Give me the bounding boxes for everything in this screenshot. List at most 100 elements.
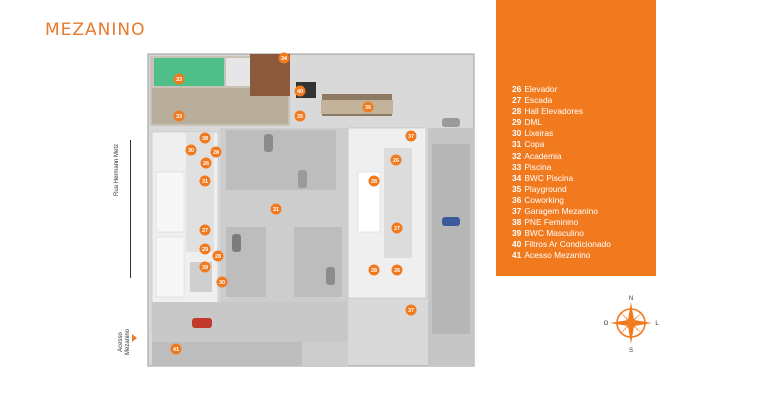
legend-label: Copa bbox=[524, 139, 545, 150]
plan-marker-label: 31 bbox=[202, 179, 208, 185]
legend-number: 36 bbox=[512, 194, 522, 205]
legend-number: 28 bbox=[512, 106, 522, 117]
legend-label: Hall Elevadores bbox=[524, 106, 583, 117]
plan-marker-dot bbox=[200, 157, 212, 169]
compass-n: N bbox=[629, 296, 633, 302]
legend-number: 39 bbox=[512, 228, 522, 239]
street-line bbox=[130, 140, 131, 278]
legend-number: 26 bbox=[512, 84, 522, 94]
legend-label: Acesso Mezanino bbox=[524, 250, 591, 261]
plan-marker-label: 26 bbox=[203, 161, 209, 167]
plan-marker-dot bbox=[199, 132, 211, 144]
compass: N S L O bbox=[603, 292, 660, 354]
legend-label: Coworking bbox=[524, 194, 564, 205]
plan-marker-dot bbox=[212, 250, 224, 262]
legend-label: Piscina bbox=[524, 161, 552, 172]
access-arrow-icon bbox=[132, 334, 137, 342]
plan-marker-label: 33 bbox=[176, 114, 182, 120]
legend-number: 32 bbox=[512, 150, 522, 161]
plan-marker-dot bbox=[294, 85, 306, 97]
plan-marker-label: 30 bbox=[188, 148, 194, 154]
legend-label: Elevador bbox=[524, 84, 558, 94]
plan-marker-label: 28 bbox=[215, 254, 221, 260]
plan-marker-label: 37 bbox=[408, 134, 414, 140]
plan-marker-dot bbox=[294, 110, 306, 122]
legend-number: 30 bbox=[512, 128, 522, 139]
compass-s: S bbox=[629, 348, 633, 354]
legend-number: 27 bbox=[512, 95, 522, 106]
plan-marker-label: 41 bbox=[173, 347, 179, 353]
plan-marker-dot bbox=[391, 264, 403, 276]
plan-marker-dot bbox=[270, 203, 282, 215]
street-label: Rua Hermann Metz bbox=[114, 143, 120, 196]
legend-number: 29 bbox=[512, 117, 522, 128]
plan-marker-label: 27 bbox=[202, 228, 208, 234]
plan-marker-label: 36 bbox=[365, 105, 371, 111]
legend-label: PNE Feminino bbox=[524, 217, 579, 228]
plan-marker-label: 29 bbox=[202, 247, 208, 253]
plan-marker-dot bbox=[199, 175, 211, 187]
legend-label: Playground bbox=[524, 183, 567, 194]
plan-marker-label: 38 bbox=[202, 136, 208, 142]
plan-marker-dot bbox=[278, 52, 290, 64]
legend-label: Escada bbox=[524, 95, 553, 106]
legend-label: BWC Masculino bbox=[524, 228, 584, 239]
legend-number: 33 bbox=[512, 161, 522, 172]
access-label: Acesso Mezanino bbox=[118, 329, 132, 355]
plan-marker-label: 34 bbox=[281, 56, 288, 62]
legend-label: BWC Piscina bbox=[524, 172, 574, 183]
plan-marker-dot bbox=[185, 144, 197, 156]
legend-number: 37 bbox=[512, 206, 522, 217]
plan-marker-dot bbox=[216, 276, 228, 288]
plan-marker-dot bbox=[173, 110, 185, 122]
plan-marker-label: 37 bbox=[408, 308, 414, 314]
plan-marker-label: 30 bbox=[219, 280, 225, 286]
legend-number: 34 bbox=[512, 172, 522, 183]
plan-marker-dot bbox=[405, 304, 417, 316]
plan-marker-label: 39 bbox=[202, 265, 208, 271]
plan-marker-dot bbox=[405, 130, 417, 142]
plan-marker-dot bbox=[368, 175, 380, 187]
plan-marker-dot bbox=[199, 243, 211, 255]
legend-number: 41 bbox=[512, 250, 522, 261]
legend-label: Lixeiras bbox=[524, 128, 554, 139]
legend-label: Garagem Mezanino bbox=[524, 206, 598, 217]
compass-rose-icon: N S L O bbox=[604, 296, 660, 354]
access-label-line-1: Acesso bbox=[118, 332, 124, 352]
plan-marker-dot bbox=[199, 224, 211, 236]
plan-marker-dot bbox=[390, 154, 402, 166]
plan-marker-label: 28 bbox=[213, 150, 219, 156]
plan-marker-dot bbox=[173, 73, 185, 85]
plan-marker-dot bbox=[170, 343, 182, 355]
access-label-line-2: Mezanino bbox=[125, 328, 131, 355]
plan-marker-label: 33 bbox=[176, 77, 182, 83]
plan-marker-dot bbox=[391, 222, 403, 234]
plan-marker-dot bbox=[368, 264, 380, 276]
plan-marker-label: 35 bbox=[297, 114, 303, 120]
compass-l: L bbox=[655, 321, 659, 327]
legend-label: Academia bbox=[524, 150, 562, 161]
plan-marker-label: 26 bbox=[394, 268, 400, 274]
plan-marker-label: 27 bbox=[394, 226, 400, 232]
legend-number: 31 bbox=[512, 139, 522, 150]
legend-label: Filtros Ar Condicionado bbox=[524, 239, 611, 250]
